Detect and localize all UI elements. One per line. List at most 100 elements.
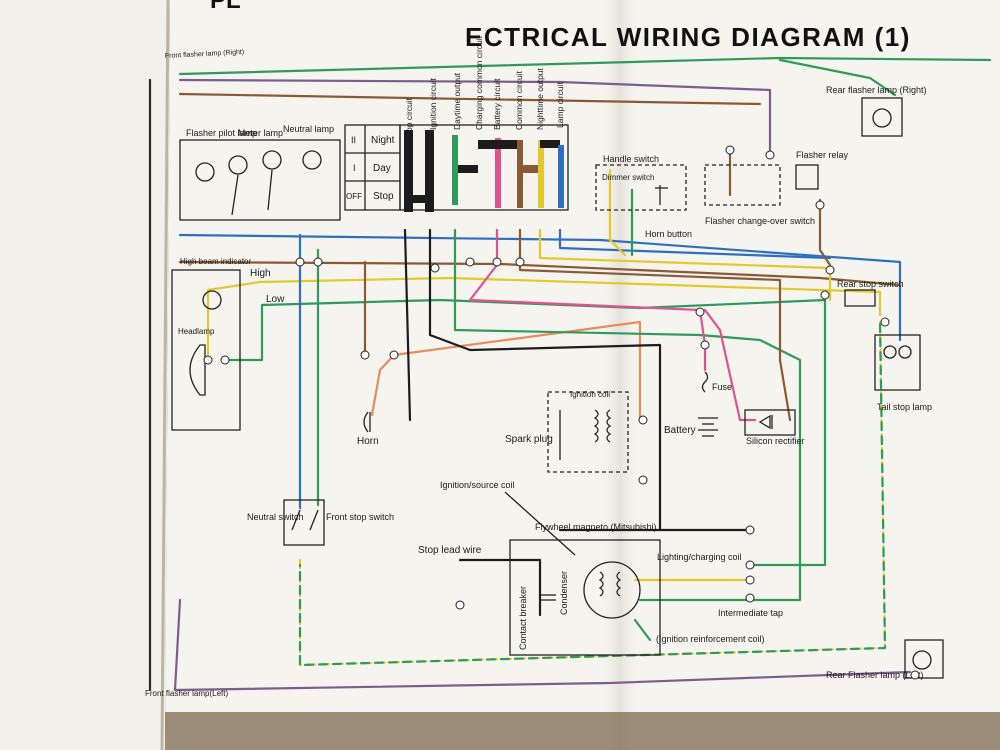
condenser-label: Condenser: [559, 571, 569, 615]
neutral-lamp-label: Neutral lamp: [283, 124, 334, 134]
horn-button-label: Horn button: [645, 229, 692, 239]
connector: [695, 307, 705, 317]
wire-blue-main: [178, 233, 902, 342]
wire-pink-rectifier: [703, 308, 757, 422]
front-flasher-left-label: Front flasher lamp(Left): [145, 689, 228, 698]
tail-stop-lamp-label: Tail stop lamp: [877, 402, 932, 412]
contact-breaker-label: Contact breaker: [518, 586, 528, 650]
switch-bar-pink: [495, 138, 501, 208]
flasher-pilot-lamp-icon: [195, 162, 215, 182]
fuse-icon: [701, 371, 709, 393]
tail-stop-lamp-box: [874, 334, 921, 391]
connector: [313, 257, 323, 267]
ignition-reinforcement-coil-label: (Ignition reinforcement coil): [656, 634, 765, 644]
rear-flasher-right-icon: [872, 108, 892, 128]
connector: [638, 475, 648, 485]
switch-row-2-name: Day: [373, 163, 391, 174]
handle-switch-label: Handle switch: [603, 154, 659, 164]
condenser-icon: [540, 594, 556, 601]
meter-lamps-group: [179, 139, 341, 221]
connector: [515, 257, 525, 267]
diode-icon: [758, 414, 773, 430]
connectors: [203, 145, 920, 680]
col-nighttime-output: Nighttime output: [535, 67, 545, 130]
stop-lead-wire-label: Stop lead wire: [418, 545, 482, 556]
dimmer-switch-label: Dimmer switch: [602, 173, 654, 182]
wire-yellow-dimmer: [608, 168, 627, 257]
connector: [700, 340, 710, 350]
meter-lamp-1-icon: [228, 155, 248, 175]
switch-bar-yellow: [538, 140, 544, 208]
connector: [820, 290, 830, 300]
bottom-shadow: [165, 712, 1000, 750]
headlamp-label: Headlamp: [178, 327, 215, 336]
connector: [910, 670, 920, 680]
horn-button-icon: [655, 185, 668, 205]
low-label: Low: [266, 294, 285, 305]
magneto-box: [509, 539, 661, 656]
connector: [492, 257, 502, 267]
ignition-source-coil-label: Ignition/source coil: [440, 480, 515, 490]
rear-stop-switch-label: Rear stop switch: [837, 279, 904, 289]
silicon-rectifier-label: Silicon rectifier: [746, 436, 805, 446]
switch-bar-brown: [517, 140, 523, 208]
col-charging-common: Charging common circuit: [474, 35, 484, 130]
connector: [745, 560, 755, 570]
wire-black-magneto: [458, 558, 542, 617]
wire-yellow-down: [206, 280, 262, 362]
connector: [725, 145, 735, 155]
connector: [430, 263, 440, 273]
switch-row-1-pos: II: [351, 135, 356, 145]
wire-green-right: [778, 58, 897, 97]
battery-label: Battery: [664, 425, 696, 436]
connector: [455, 600, 465, 610]
connector: [765, 150, 775, 160]
wire-brown-relay: [818, 198, 832, 267]
flywheel-magneto-label: Flywheel magneto (Mitsubishi): [535, 522, 657, 532]
connector: [220, 355, 230, 365]
switch-bar-blue: [558, 145, 564, 208]
neutral-switch-label: Neutral switch: [247, 512, 304, 522]
front-stop-switch-label: Front stop switch: [326, 512, 394, 522]
connector: [745, 575, 755, 585]
rear-flasher-left-label: Rear Flasher lamp (Left): [826, 670, 924, 680]
col-common-circuit: Common circuit: [514, 70, 524, 130]
silicon-rectifier-box: [744, 409, 796, 436]
wire-yellow-green-frame-2: [298, 318, 887, 667]
title-fragment: PL: [210, 0, 241, 14]
ignition-switch-table: [344, 124, 569, 212]
neutral-switch-box: [283, 499, 325, 546]
wire-green-top: [178, 56, 992, 76]
magneto-rotor-icon: [583, 561, 641, 619]
tail-stop-lamp-icon-2: [898, 345, 912, 359]
wire-purple-top: [178, 78, 772, 157]
flasher-pilot-lamp-label: Flasher pilot lamp: [186, 128, 257, 138]
switch-row-2-pos: I: [353, 163, 356, 173]
wire-blue-lamp: [558, 228, 832, 260]
rear-flasher-right-box: [861, 97, 903, 137]
connector: [465, 257, 475, 267]
col-ignition-circuit: Ignition circuit: [428, 77, 438, 130]
horn-label: Horn: [357, 436, 379, 447]
wire-brown-charging: [518, 228, 792, 422]
col-stop-circuit: Stop circuit: [404, 97, 414, 140]
wire-yellow-night: [538, 228, 832, 302]
magneto-coil-icon: [598, 571, 622, 597]
connector: [295, 257, 305, 267]
wire-purple-left: [173, 598, 912, 692]
connector: [745, 593, 755, 603]
neutral-switch-icon: [291, 509, 301, 531]
front-flasher-right-label: Front flasher lamp (Right): [165, 49, 245, 60]
connector: [880, 317, 890, 327]
rear-stop-switch-icon: [844, 289, 876, 307]
switch-column-headers: Stop circuit Ignition circuit Daytime ou…: [404, 35, 565, 140]
headlamp-icon: [189, 344, 206, 396]
switch-bar-black-2: [425, 130, 434, 212]
flasher-changeover-box: [704, 164, 781, 206]
front-stop-switch-icon: [309, 509, 319, 531]
col-lamp-circuit: Lamp circuit: [555, 82, 565, 128]
left-page: [0, 0, 170, 750]
neutral-lamp-icon: [302, 150, 322, 170]
ignition-coil-label: Ignition coil: [570, 390, 610, 399]
